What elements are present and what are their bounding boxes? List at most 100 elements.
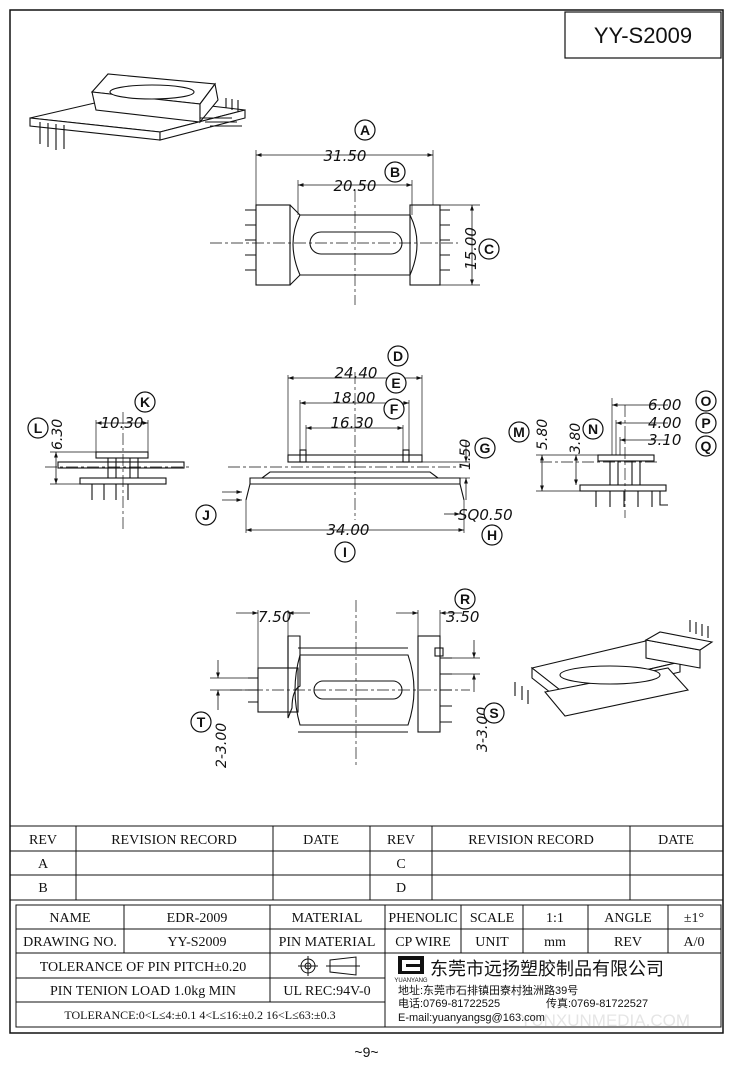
company-name: 东莞市远扬塑胶制品有限公司 xyxy=(430,959,664,979)
angle-label: ANGLE xyxy=(604,911,651,926)
dim-p: 4.00 xyxy=(648,414,681,432)
date-header-1: DATE xyxy=(303,833,339,848)
callout-letter-m: M xyxy=(513,424,525,440)
name-label: NAME xyxy=(49,911,90,926)
company-logo: YUANYANG xyxy=(394,956,428,984)
company-fax: 传真:0769-81722527 xyxy=(546,996,648,1010)
callout-letter-d: D xyxy=(393,348,403,364)
tolerance-pitch: TOLERANCE OF PIN PITCH±0.20 xyxy=(40,960,247,975)
iso-view-top xyxy=(29,73,246,150)
record-header-1: REVISION RECORD xyxy=(111,833,237,848)
scale-value: 1:1 xyxy=(546,911,564,926)
callout-letter-t: T xyxy=(197,714,206,730)
dim-r: 3.50 xyxy=(446,608,479,626)
projection-symbol xyxy=(298,956,360,976)
spec-table xyxy=(15,904,722,1028)
callout-circle-p xyxy=(695,412,717,434)
callout-letter-r: R xyxy=(460,591,470,607)
rev-b: B xyxy=(38,881,47,896)
callout-letter-o: O xyxy=(701,393,712,409)
callout-circle-m xyxy=(508,421,530,443)
pin-tension: PIN TENION LOAD 1.0kg MIN xyxy=(50,984,236,999)
dim-n: 3.80 xyxy=(568,423,584,454)
top-view xyxy=(210,150,480,305)
dim-m: 5.80 xyxy=(535,419,551,450)
dim-b-top: 20.50 xyxy=(334,177,377,195)
callout-letter-j: J xyxy=(202,507,210,523)
dim-h: SQ0.50 xyxy=(458,506,513,524)
company-phone: 电话:0769-81722525 xyxy=(398,997,500,1010)
iso-view-bottom xyxy=(514,620,714,717)
ul-rec: UL REC:94V-0 xyxy=(283,984,370,999)
company-address: 地址:东莞市石排镇田寮村独洲路39号 xyxy=(398,983,578,997)
callout-circle-j xyxy=(195,504,217,526)
rev-c: C xyxy=(396,857,405,872)
dim-a-bottom: 7.50 xyxy=(258,608,291,626)
callout-circle-b xyxy=(384,161,406,183)
dim-o: 6.00 xyxy=(648,396,681,414)
drawing-value: YY-S2009 xyxy=(167,935,226,950)
callout-letter-k: K xyxy=(140,394,150,410)
callout-letter-n: N xyxy=(588,421,598,437)
watermark: YUNXUNMEDIA.COM xyxy=(520,1011,690,1030)
callout-circle-a xyxy=(354,119,376,141)
callout-circle-h xyxy=(481,524,503,546)
callout-letter-p: P xyxy=(701,415,710,431)
callout-circle-n xyxy=(582,418,604,440)
rev-header-1: REV xyxy=(29,833,57,848)
rev-label: REV xyxy=(614,935,642,950)
dim-a-top: 31.50 xyxy=(324,147,367,165)
callout-circle-g xyxy=(474,437,496,459)
callout-circle-s xyxy=(483,702,505,724)
callout-circle-d xyxy=(387,345,409,367)
dim-k: 10.30 xyxy=(101,414,144,432)
rev-d: D xyxy=(396,881,406,896)
angle-value: ±1° xyxy=(684,911,704,926)
callout-circle-t xyxy=(190,711,212,733)
callout-letter-e: E xyxy=(391,375,400,391)
dim-q: 3.10 xyxy=(648,431,681,449)
bottom-view xyxy=(210,600,480,765)
unit-value: mm xyxy=(544,935,566,950)
callout-letter-g: G xyxy=(480,440,491,456)
rev-header-2: REV xyxy=(387,833,415,848)
dim-c-top: 15.00 xyxy=(462,227,480,270)
pin-material-label: PIN MATERIAL xyxy=(279,935,376,950)
dim-g: 1.50 xyxy=(458,439,474,470)
spec-table-text: NAME EDR-2009 MATERIAL PHENOLIC SCALE 1:… xyxy=(23,911,704,1022)
company-email: E-mail:yuanyangsg@163.com xyxy=(398,1012,545,1024)
logo-text: YUANYANG xyxy=(394,978,428,984)
left-side-view xyxy=(45,412,190,530)
callout-letter-h: H xyxy=(487,527,497,543)
dim-d: 24.40 xyxy=(335,364,378,382)
callout-circle-f xyxy=(383,398,405,420)
dim-f: 16.30 xyxy=(331,414,374,432)
date-header-2: DATE xyxy=(658,833,694,848)
callout-circle-r xyxy=(454,588,476,610)
dim-e: 18.00 xyxy=(333,389,376,407)
callout-letter-f: F xyxy=(390,401,399,417)
front-view xyxy=(222,372,470,533)
callout-letter-i: I xyxy=(343,544,347,560)
callout-circle-e xyxy=(385,372,407,394)
callout-circle-i xyxy=(334,541,356,563)
callout-letter-c: C xyxy=(484,241,494,257)
tolerance-full: TOLERANCE:0<L≤4:±0.1 4<L≤16:±0.2 16<L≤63… xyxy=(64,1008,335,1022)
rev-a: A xyxy=(38,857,49,872)
rev-value: A/0 xyxy=(684,935,705,950)
pin-material-value: CP WIRE xyxy=(395,935,451,950)
callout-circle-k xyxy=(134,391,156,413)
revision-table-text: REV REVISION RECORD DATE REV REVISION RE… xyxy=(29,833,694,896)
sheet-border xyxy=(9,9,724,1034)
callout-circle-q xyxy=(695,435,717,457)
unit-label: UNIT xyxy=(475,935,509,950)
dim-i: 34.00 xyxy=(327,521,370,539)
material-value: PHENOLIC xyxy=(388,911,457,926)
callout-circle-l xyxy=(27,417,49,439)
callout-circle-o xyxy=(695,390,717,412)
name-value: EDR-2009 xyxy=(167,911,228,926)
callout-letter-q: Q xyxy=(701,438,712,454)
scale-label: SCALE xyxy=(470,911,514,926)
